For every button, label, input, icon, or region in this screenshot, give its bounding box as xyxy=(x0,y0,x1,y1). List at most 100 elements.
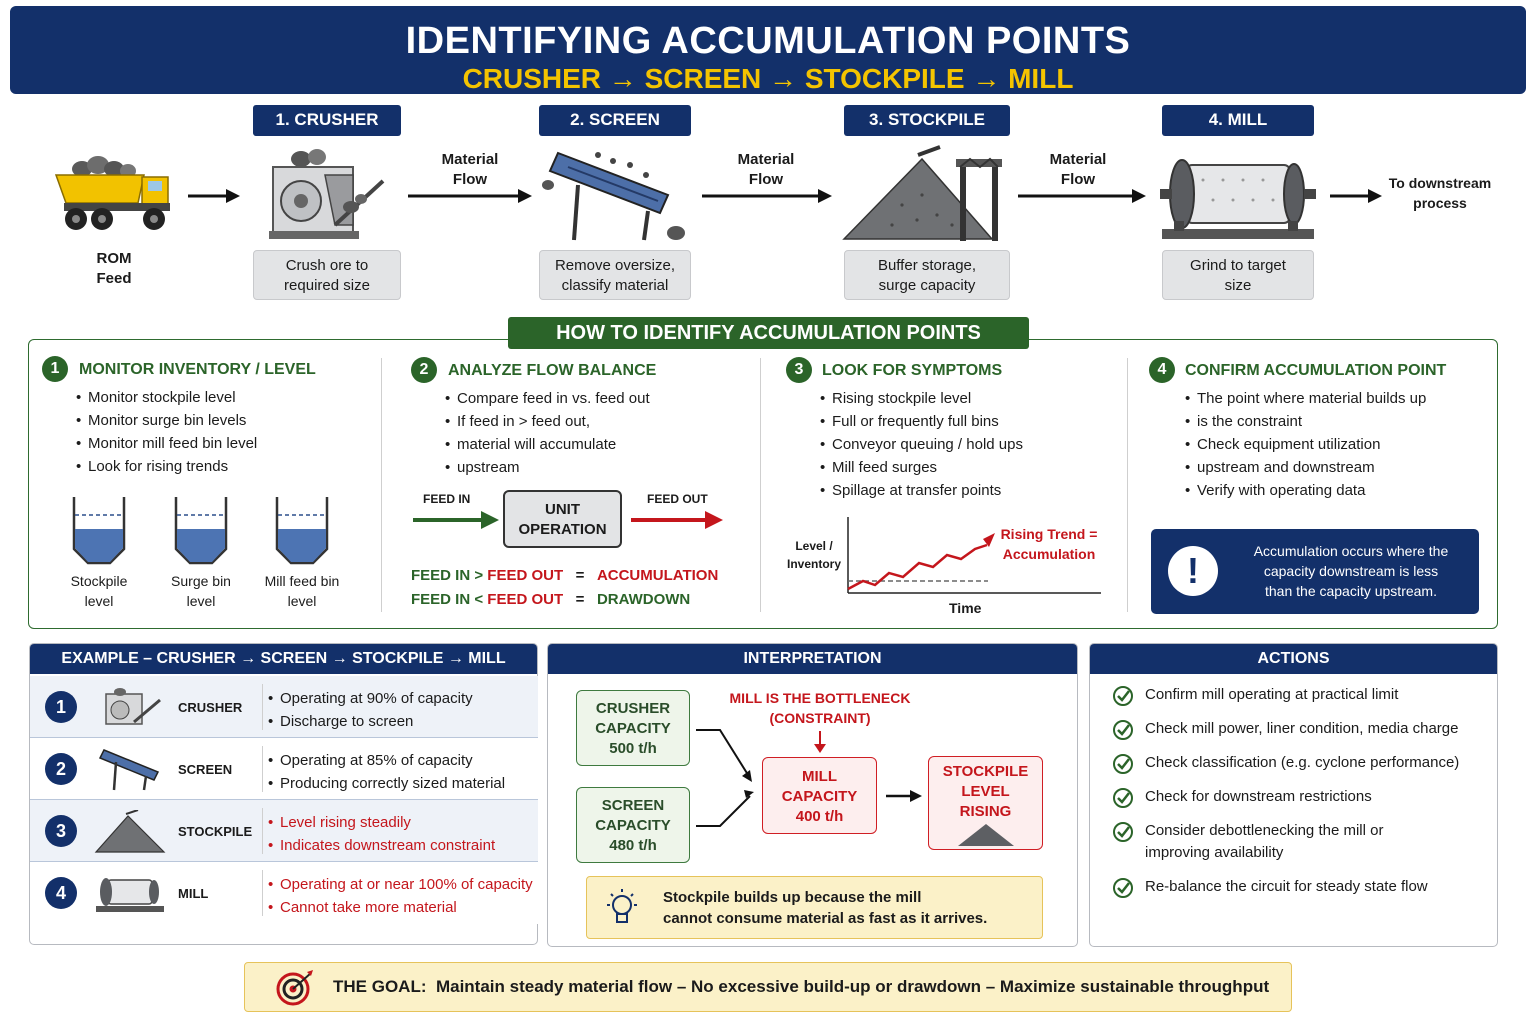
trend-y-label: Level / Inventory xyxy=(779,537,849,573)
action-item: Check mill power, liner condition, media… xyxy=(1145,720,1459,737)
step-item: The point where material builds up xyxy=(1183,387,1493,410)
rom-label-line: Feed xyxy=(96,270,132,287)
check-circle-icon xyxy=(1113,686,1133,706)
bin-label-line: level xyxy=(287,593,317,609)
rising-trend-chart xyxy=(847,517,1101,594)
action-item: Confirm mill operating at practical limi… xyxy=(1145,686,1399,703)
dump-truck-icon xyxy=(54,156,170,230)
row-number: 1 xyxy=(45,691,77,723)
arrow-icon xyxy=(1018,189,1146,203)
unit-operation-box: UNIT OPERATION xyxy=(503,490,622,548)
eq-op: > xyxy=(474,567,484,584)
ball-mill-icon xyxy=(96,878,164,912)
downstream-line: process xyxy=(1413,195,1467,211)
row-name: SCREEN xyxy=(178,762,233,777)
bin-icon xyxy=(174,497,228,565)
interpretation-panel: INTERPRETATION CRUSHER CAPACITY 500 t/h … xyxy=(547,643,1078,947)
caption-line: required size xyxy=(284,277,370,294)
action-item: Check classification (e.g. cyclone perfo… xyxy=(1145,754,1460,771)
caption-line: classify material xyxy=(561,277,669,294)
check-circle-icon xyxy=(1113,788,1133,808)
down-arrow-icon xyxy=(814,731,826,753)
column-divider xyxy=(760,358,761,612)
box-line: CAPACITY xyxy=(595,720,671,737)
example-title: EXAMPLE – CRUSHER → SCREEN → STOCKPILE →… xyxy=(30,644,537,674)
column-divider xyxy=(1127,358,1128,612)
page-subtitle: CRUSHER → SCREEN → STOCKPILE → MILL xyxy=(462,63,1074,94)
step-item: Monitor mill feed bin level xyxy=(74,432,374,455)
eq-result: DRAWDOWN xyxy=(596,591,691,608)
action-item: Check for downstream restrictions xyxy=(1145,788,1372,805)
feed-in-label: FEED IN xyxy=(423,492,471,506)
stage-caption-screen: Remove oversize, classify material xyxy=(539,250,691,300)
alert-line: than the capacity upstream. xyxy=(1265,583,1437,599)
bin-label-line: Surge bin xyxy=(171,573,231,589)
row-list: Operating at 90% of capacity Discharge t… xyxy=(266,687,536,733)
feed-out-label: FEED OUT xyxy=(647,492,708,506)
target-icon xyxy=(276,970,313,1006)
step-item: Spillage at transfer points xyxy=(818,479,1118,502)
rom-label-line: ROM xyxy=(96,250,132,267)
eq-result: ACCUMULATION xyxy=(596,567,719,584)
column-divider xyxy=(381,358,382,612)
material-flow-label: Material Flow xyxy=(1033,150,1123,190)
unit-line: UNIT xyxy=(545,501,580,518)
step-item: If feed in > feed out, xyxy=(443,410,743,433)
row-item: Indicates downstream constraint xyxy=(266,834,536,857)
arrow-icon xyxy=(702,189,832,203)
rom-feed-label: ROM Feed xyxy=(74,249,154,289)
step-number: 3 xyxy=(786,357,812,383)
flow-label-line: Flow xyxy=(748,171,784,188)
feed-out-arrow-icon xyxy=(631,511,723,529)
check-circle-icon xyxy=(1113,822,1133,842)
box-line: SCREEN xyxy=(601,797,665,814)
how-to-title: HOW TO IDENTIFY ACCUMULATION POINTS xyxy=(508,317,1029,349)
vibrating-screen-icon xyxy=(542,151,685,241)
step-item: upstream and downstream xyxy=(1183,456,1493,479)
converging-arrows-icon xyxy=(696,729,754,827)
goal-banner: THE GOAL: Maintain steady material flow … xyxy=(244,962,1292,1012)
row-list: Operating at 85% of capacity Producing c… xyxy=(266,749,536,795)
step-item: Mill feed surges xyxy=(818,456,1118,479)
bottleneck-line: MILL IS THE BOTTLENECK xyxy=(729,690,911,706)
action-item: Re-balance the circuit for steady state … xyxy=(1145,878,1428,895)
balance-equation: FEED IN > FEED OUT = ACCUMULATION xyxy=(411,567,718,584)
step-number: 4 xyxy=(1149,357,1175,383)
action-item: Consider debottlenecking the mill or xyxy=(1145,822,1384,839)
stage-tab-mill: 4. MILL xyxy=(1162,105,1314,136)
check-circle-icon xyxy=(1113,878,1133,898)
trend-line xyxy=(847,543,988,591)
step-item: Check equipment utilization xyxy=(1183,433,1493,456)
vibrating-screen-icon xyxy=(98,749,160,791)
eq-op: < xyxy=(474,591,484,608)
row-name: CRUSHER xyxy=(178,700,243,715)
trend-note: Rising Trend = Accumulation xyxy=(989,524,1109,564)
check-circle-icon xyxy=(1113,754,1133,774)
stockpile-icon xyxy=(94,810,166,853)
row-item: Cannot take more material xyxy=(266,896,536,919)
step-list: Rising stockpile level Full or frequentl… xyxy=(818,387,1118,502)
step-item: material will accumulate xyxy=(443,433,743,456)
arrow-icon xyxy=(188,189,240,203)
process-flow: ROM Feed 1. CRUSHER Crush ore to require… xyxy=(0,100,1536,310)
stage-caption-mill: Grind to target size xyxy=(1162,250,1314,300)
flow-label-line: Flow xyxy=(1060,171,1096,188)
step-item: upstream xyxy=(443,456,743,479)
goal-label: THE GOAL: xyxy=(333,977,427,996)
goal-statement: Maintain steady material flow – No exces… xyxy=(435,977,1270,996)
row-item: Producing correctly sized material xyxy=(266,772,536,795)
step-item: Conveyor queuing / hold ups xyxy=(818,433,1118,456)
trend-note-line: Rising Trend = xyxy=(1000,526,1098,542)
stage-tab-crusher: 1. CRUSHER xyxy=(253,105,401,136)
step-number: 2 xyxy=(411,357,437,383)
bin-label-line: level xyxy=(186,593,216,609)
bottleneck-label: MILL IS THE BOTTLENECK (CONSTRAINT) xyxy=(720,688,920,728)
arrow-icon xyxy=(886,790,922,802)
step-heading: CONFIRM ACCUMULATION POINT xyxy=(1185,362,1447,379)
alert-line: capacity downstream is less xyxy=(1263,563,1439,579)
row-item: Level rising steadily xyxy=(266,811,536,834)
row-name: MILL xyxy=(178,886,209,901)
crusher-capacity-box: CRUSHER CAPACITY 500 t/h xyxy=(576,690,690,766)
bottleneck-line: (CONSTRAINT) xyxy=(769,710,871,726)
